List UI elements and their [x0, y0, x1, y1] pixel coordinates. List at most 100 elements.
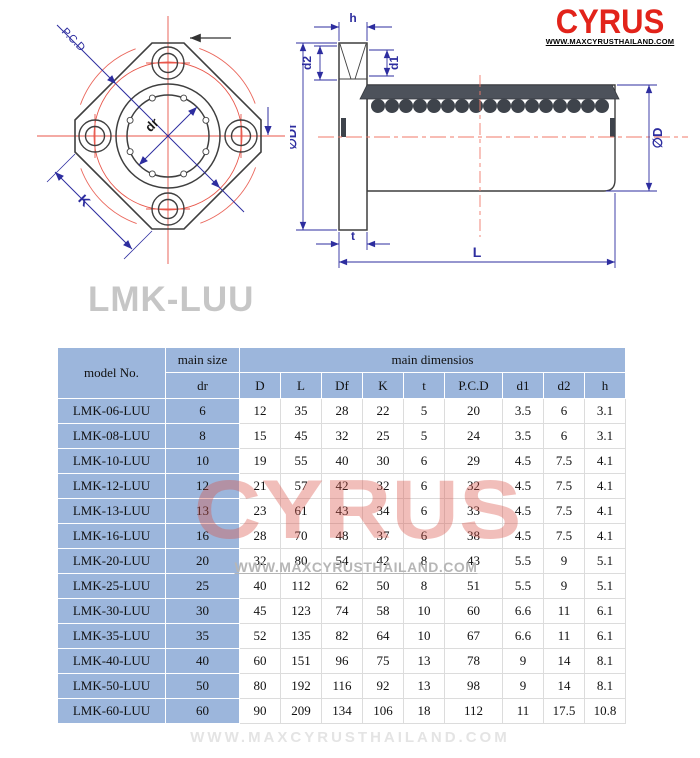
- table-row: LMK-10-LUU 10 19 55 40 30 6 29 4.5 7.5 4…: [57, 448, 626, 474]
- dim-cell: 70: [280, 523, 322, 549]
- model-cell: LMK-16-LUU: [57, 523, 166, 549]
- side-dimensions: [296, 22, 657, 268]
- model-cell: LMK-08-LUU: [57, 423, 166, 449]
- table-row: LMK-16-LUU 16 28 70 48 37 6 38 4.5 7.5 4…: [57, 523, 626, 549]
- dim-cell: 42: [321, 473, 363, 499]
- dim-cell: 32: [239, 548, 281, 574]
- dim-cell: 6: [403, 498, 445, 524]
- h-label: h: [349, 11, 356, 25]
- page-title: LMK-LUU: [88, 280, 255, 319]
- dim-cell: 67: [444, 623, 503, 649]
- dim-cell: 192: [280, 673, 322, 699]
- dim-cell: 11: [543, 598, 585, 624]
- dim-cell: 11: [502, 698, 544, 724]
- header-col-h: h: [584, 372, 626, 399]
- dr-cell: 10: [165, 448, 240, 474]
- l-label: L: [473, 244, 482, 260]
- table-row: LMK-40-LUU 40 60 151 96 75 13 78 9 14 8.…: [57, 648, 626, 674]
- center-bore: [115, 83, 221, 189]
- dr-cell: 20: [165, 548, 240, 574]
- dim-cell: 112: [280, 573, 322, 599]
- front-dimensions: [46, 24, 272, 260]
- table-row: LMK-12-LUU 12 21 57 42 32 6 32 4.5 7.5 4…: [57, 473, 626, 499]
- dim-cell: 6.1: [584, 623, 626, 649]
- dim-cell: 8: [403, 548, 445, 574]
- d2-label: d2: [300, 56, 314, 70]
- front-view-drawing: P.C.D K dr: [37, 16, 285, 264]
- dim-cell: 45: [280, 423, 322, 449]
- dim-cell: 7.5: [543, 498, 585, 524]
- dim-cell: 6.6: [502, 623, 544, 649]
- table-row: LMK-08-LUU 8 15 45 32 25 5 24 3.5 6 3.1: [57, 423, 626, 449]
- dim-cell: 4.5: [502, 448, 544, 474]
- header-col-d1: d1: [502, 372, 544, 399]
- dim-cell: 9: [502, 648, 544, 674]
- body-outline: [366, 84, 616, 192]
- dim-cell: 21: [239, 473, 281, 499]
- dim-cell: 32: [321, 423, 363, 449]
- header-col-t: t: [403, 372, 445, 399]
- flange-outline: [74, 42, 262, 230]
- dim-cell: 90: [239, 698, 281, 724]
- dim-cell: 14: [543, 673, 585, 699]
- side-view-drawing: h d2 d1 ∅Df ∅D t L: [290, 11, 688, 268]
- table-row: LMK-25-LUU 25 40 112 62 50 8 51 5.5 9 5.…: [57, 573, 626, 599]
- dim-cell: 10.8: [584, 698, 626, 724]
- dim-cell: 6: [403, 523, 445, 549]
- dim-cell: 5.1: [584, 548, 626, 574]
- bolt-holes: [78, 46, 258, 226]
- dim-cell: 13: [403, 673, 445, 699]
- model-cell: LMK-60-LUU: [57, 698, 166, 724]
- dim-cell: 38: [444, 523, 503, 549]
- dim-cell: 4.1: [584, 523, 626, 549]
- dim-cell: 9: [502, 673, 544, 699]
- dim-cell: 43: [321, 498, 363, 524]
- dr-label: dr: [142, 115, 162, 135]
- dr-cell: 6: [165, 398, 240, 424]
- dim-cell: 80: [280, 548, 322, 574]
- dim-cell: 9: [543, 573, 585, 599]
- dim-cell: 25: [362, 423, 404, 449]
- centerlines: [37, 16, 285, 264]
- dr-cell: 60: [165, 698, 240, 724]
- dim-cell: 9: [543, 548, 585, 574]
- header-col-Df: Df: [321, 372, 363, 399]
- dim-cell: 30: [362, 448, 404, 474]
- dim-cell: 6: [403, 448, 445, 474]
- dim-cell: 135: [280, 623, 322, 649]
- dim-cell: 8.1: [584, 648, 626, 674]
- dim-cell: 8: [403, 573, 445, 599]
- header-col-PCD: P.C.D: [444, 372, 503, 399]
- model-cell: LMK-13-LUU: [57, 498, 166, 524]
- dim-cell: 96: [321, 648, 363, 674]
- header-col-D: D: [239, 372, 281, 399]
- dim-cell: 42: [362, 548, 404, 574]
- dr-cell: 35: [165, 623, 240, 649]
- dim-cell: 22: [362, 398, 404, 424]
- table-row: LMK-06-LUU 6 12 35 28 22 5 20 3.5 6 3.1: [57, 398, 626, 424]
- brand-logo-url: WWW.MAXCYRUSTHAILAND.COM: [545, 37, 675, 46]
- k-label: K: [75, 191, 93, 209]
- dim-cell: 3.5: [502, 398, 544, 424]
- dr-cell: 8: [165, 423, 240, 449]
- header-main-dimensions: main dimensios: [239, 347, 626, 373]
- dim-cell: 4.1: [584, 498, 626, 524]
- header-col-K: K: [362, 372, 404, 399]
- dim-cell: 5: [403, 423, 445, 449]
- dr-cell: 16: [165, 523, 240, 549]
- table-row: LMK-20-LUU 20 32 80 54 42 8 43 5.5 9 5.1: [57, 548, 626, 574]
- model-cell: LMK-25-LUU: [57, 573, 166, 599]
- dim-cell: 7.5: [543, 523, 585, 549]
- dim-cell: 4.5: [502, 473, 544, 499]
- dim-cell: 4.1: [584, 448, 626, 474]
- dim-cell: 54: [321, 548, 363, 574]
- dim-cell: 5.1: [584, 573, 626, 599]
- dim-cell: 15: [239, 423, 281, 449]
- dim-cell: 10: [403, 623, 445, 649]
- dim-cell: 29: [444, 448, 503, 474]
- dim-cell: 98: [444, 673, 503, 699]
- dim-cell: 116: [321, 673, 363, 699]
- brand-logo-text: CYRUS: [555, 1, 665, 41]
- dim-cell: 134: [321, 698, 363, 724]
